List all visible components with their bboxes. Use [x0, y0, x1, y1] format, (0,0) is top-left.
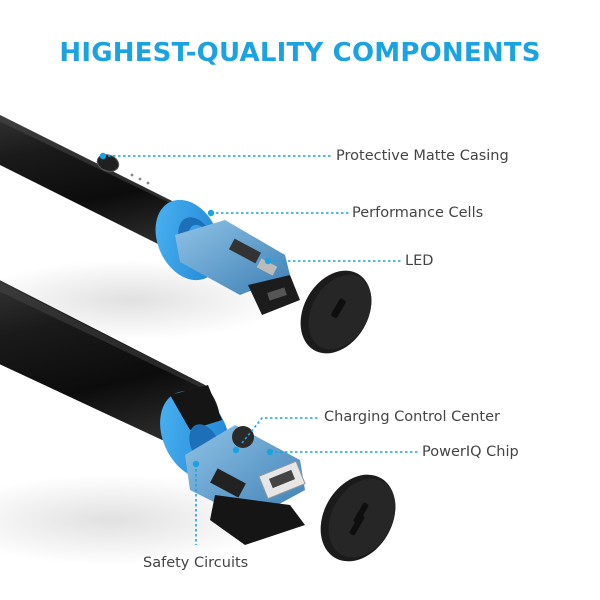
callout-protective-matte-casing: Protective Matte Casing	[336, 148, 509, 164]
circuit-board	[175, 220, 290, 295]
inductor	[232, 426, 254, 448]
indicator-dot	[130, 173, 134, 177]
callout-led: LED	[405, 253, 434, 269]
indicator-dot	[138, 177, 142, 181]
ic-chip	[210, 468, 246, 498]
callout-poweriq-chip: PowerIQ Chip	[422, 444, 519, 460]
callout-performance-cells: Performance Cells	[352, 205, 484, 221]
micro-usb-port	[256, 258, 278, 276]
lower-power-bank	[0, 280, 396, 565]
indicator-dot	[146, 181, 150, 185]
matte-casing	[0, 115, 203, 260]
callout-lines	[103, 155, 418, 545]
page-title: HIGHEST-QUALITY COMPONENTS	[59, 38, 541, 68]
callout-safety-circuits: Safety Circuits	[143, 555, 249, 571]
callout-charging-control-center: Charging Control Center	[324, 409, 500, 425]
callout-dots	[99, 152, 274, 468]
